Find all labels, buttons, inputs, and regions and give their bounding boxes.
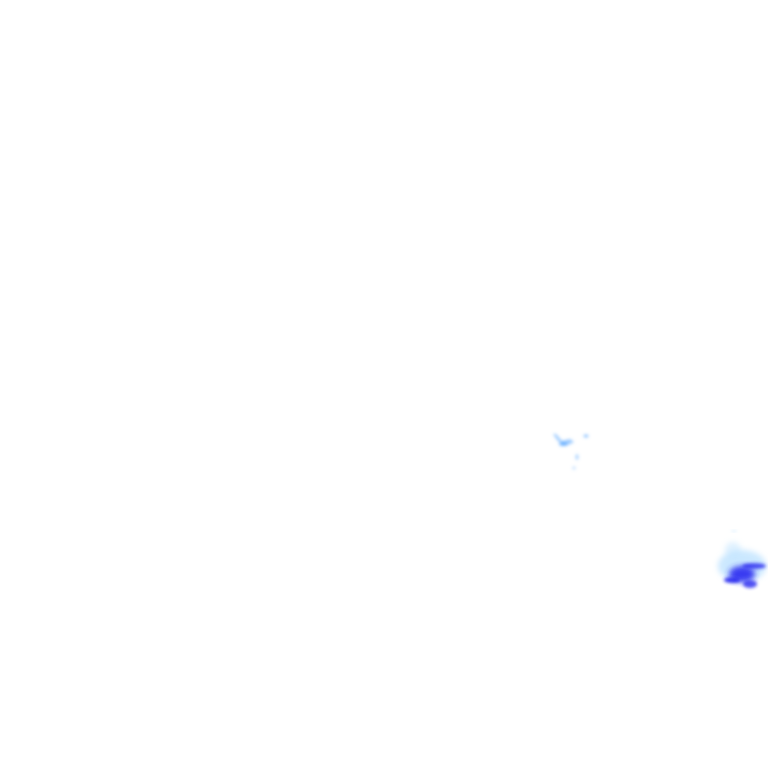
echo-light (583, 434, 589, 438)
echo-light (725, 542, 741, 558)
echo-light (553, 434, 574, 446)
echo-heavy (724, 577, 740, 583)
precipitation-cell-east (718, 530, 766, 588)
echo-light (731, 530, 737, 532)
echo-light (559, 442, 567, 446)
echo-light (572, 466, 576, 470)
echo-heavy (742, 563, 766, 569)
echo-light (575, 454, 579, 460)
precipitation-cell-center (553, 434, 589, 470)
echo-heavy (743, 580, 757, 588)
